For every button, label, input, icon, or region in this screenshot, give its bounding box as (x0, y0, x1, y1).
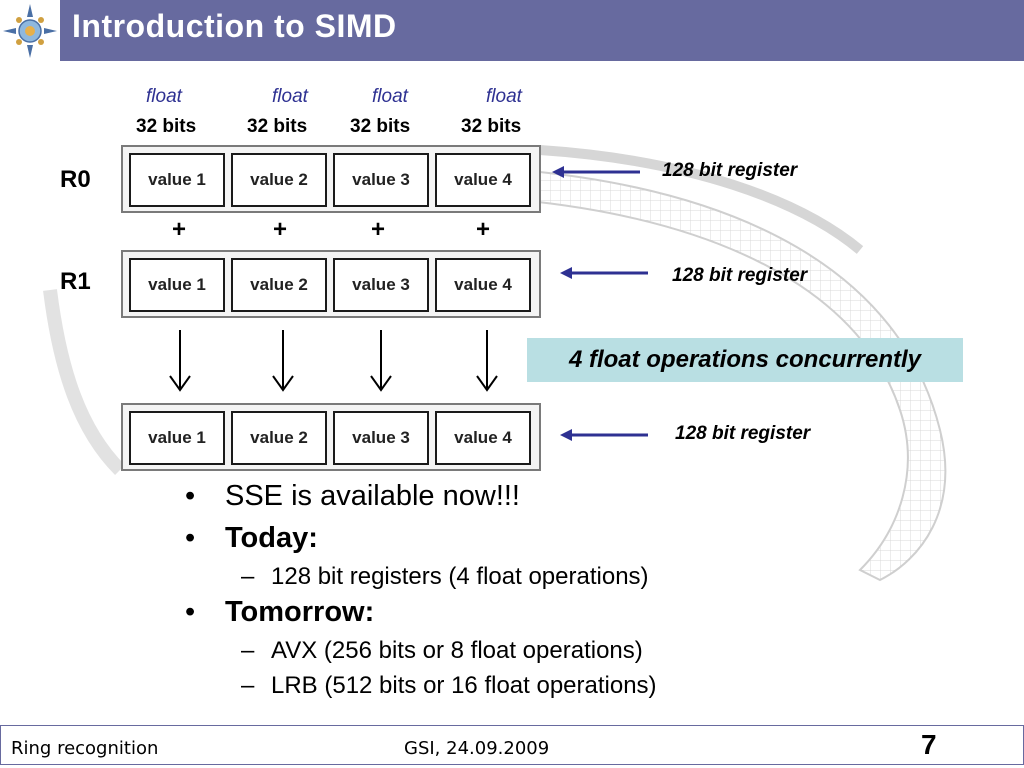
bullet-text: SSE is available now!!! (225, 480, 520, 512)
plus-sign: + (273, 216, 288, 243)
slide-title: Introduction to SIMD (72, 8, 397, 44)
compass-star-logo-icon (0, 0, 60, 61)
bullet-item: • Tomorrow: (185, 596, 374, 629)
sub-bullet-item: –AVX (256 bits or 8 float operations) (241, 637, 643, 665)
float-type-label: float (486, 86, 522, 107)
title-bar: Introduction to SIMD (60, 0, 1024, 61)
register-name-r0: R0 (60, 166, 91, 193)
down-arrow-icon (272, 330, 294, 392)
register-cell: value 2 (231, 153, 327, 207)
plus-sign: + (172, 216, 187, 243)
bullet-marker: • (185, 596, 196, 628)
left-arrow-icon (560, 429, 648, 441)
bit-width-label: 32 bits (247, 116, 308, 137)
register-cell: value 3 (333, 153, 429, 207)
footer-venue-date: GSI, 24.09.2009 (404, 738, 550, 759)
left-arrow-icon (560, 267, 648, 279)
register-size-note: 128 bit register (662, 160, 798, 181)
left-arrow-icon (552, 166, 640, 178)
register-cell: value 2 (231, 411, 327, 465)
bullet-item: • Today: (185, 522, 318, 555)
page-number: 7 (921, 729, 937, 760)
bit-width-label: 32 bits (461, 116, 522, 137)
register-cell: value 1 (129, 411, 225, 465)
footer-topic: Ring recognition (11, 738, 159, 759)
slide-footer: Ring recognition GSI, 24.09.2009 7 (0, 725, 1024, 765)
bullet-text: Tomorrow: (225, 596, 375, 628)
register-size-note: 128 bit register (675, 423, 811, 444)
sub-bullet-item: –LRB (512 bits or 16 float operations) (241, 672, 657, 700)
register-r1: value 1 value 2 value 3 value 4 (121, 250, 541, 318)
register-size-note: 128 bit register (672, 265, 808, 286)
register-cell: value 3 (333, 258, 429, 312)
sub-bullet-item: –128 bit registers (4 float operations) (241, 563, 649, 591)
register-cell: value 1 (129, 258, 225, 312)
sub-bullet-marker: – (241, 637, 255, 664)
register-cell: value 4 (435, 411, 531, 465)
bit-width-label: 32 bits (350, 116, 411, 137)
register-cell: value 3 (333, 411, 429, 465)
register-name-r1: R1 (60, 268, 91, 295)
down-arrow-icon (476, 330, 498, 392)
float-type-label: float (272, 86, 308, 107)
sub-bullet-marker: – (241, 563, 255, 590)
bit-width-label: 32 bits (136, 116, 197, 137)
bullet-marker: • (185, 522, 196, 554)
float-type-label: float (372, 86, 408, 107)
register-result: value 1 value 2 value 3 value 4 (121, 403, 541, 471)
background-swoosh-decoration (43, 145, 947, 582)
concurrent-operations-callout: 4 float operations concurrently (527, 338, 963, 382)
bullet-marker: • (185, 480, 196, 512)
bullet-text: Today: (225, 522, 318, 554)
sub-bullet-text: 128 bit registers (4 float operations) (271, 563, 649, 590)
down-arrow-icon (169, 330, 191, 392)
plus-sign: + (476, 216, 491, 243)
register-cell: value 4 (435, 153, 531, 207)
down-arrow-icon (370, 330, 392, 392)
sub-bullet-text: LRB (512 bits or 16 float operations) (271, 672, 657, 699)
sub-bullet-text: AVX (256 bits or 8 float operations) (271, 637, 643, 664)
bullet-item: • SSE is available now!!! (185, 480, 520, 513)
float-type-label: float (146, 86, 182, 107)
register-cell: value 2 (231, 258, 327, 312)
sub-bullet-marker: – (241, 672, 255, 699)
plus-sign: + (371, 216, 386, 243)
register-cell: value 1 (129, 153, 225, 207)
concurrent-operations-text: 4 float operations concurrently (568, 346, 922, 373)
register-cell: value 4 (435, 258, 531, 312)
register-r0: value 1 value 2 value 3 value 4 (121, 145, 541, 213)
slide-header: Introduction to SIMD (0, 0, 1024, 61)
